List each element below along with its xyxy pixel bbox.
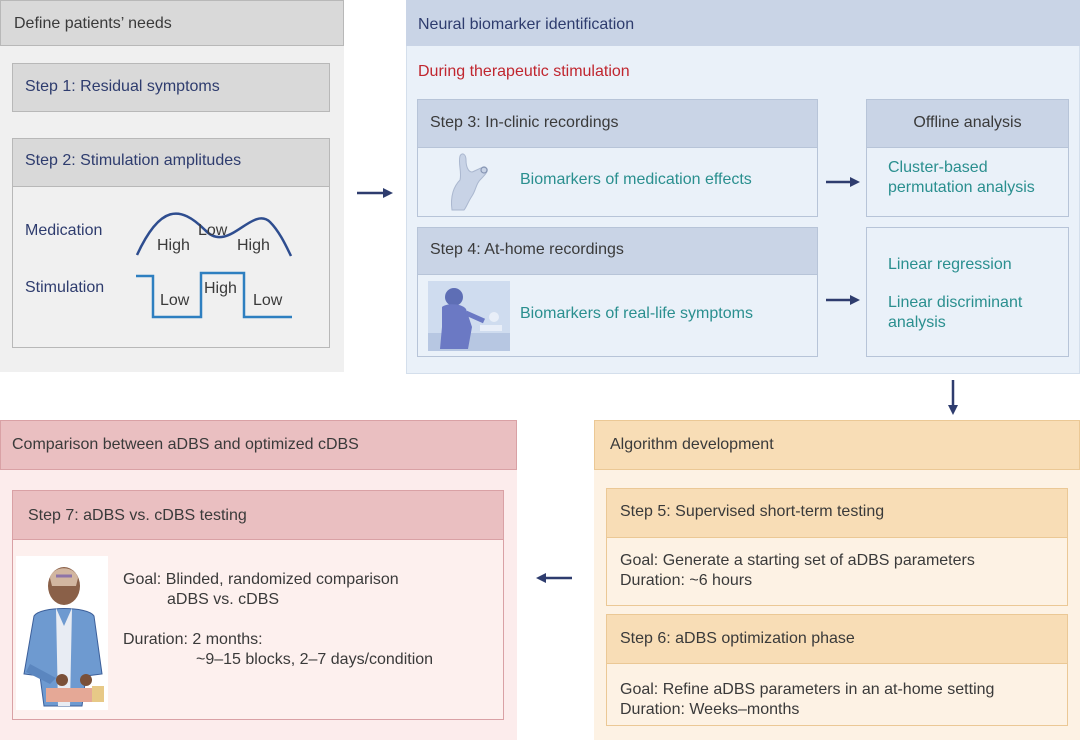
arrow-left-icon [536,573,572,583]
med-high-1: High [157,237,190,254]
define-needs-header [0,0,344,46]
step7-label: Step 7: aDBS vs. cDBS testing [28,507,247,524]
method-cluster-line2: permutation analysis [888,179,1035,196]
biomarker-title: Neural biomarker identification [418,16,635,33]
method-lda-line2: analysis [888,314,946,331]
step6-goal: Goal: Refine aDBS parameters in an at-ho… [620,681,995,698]
arrow-right-icon [357,188,393,198]
step4-text: Biomarkers of real-life symptoms [520,305,753,322]
comparison-header [0,420,517,470]
hand-icon [451,153,488,211]
step4-header [417,227,818,275]
step6-header [606,614,1068,664]
arrow-right-icon [826,177,860,187]
step5-header [606,488,1068,538]
step3-label: Step 3: In-clinic recordings [430,114,619,131]
arrow-right-icon [826,295,860,305]
step3-header [417,99,818,148]
step6-label: Step 6: aDBS optimization phase [620,630,855,647]
define-needs-title: Define patients’ needs [14,15,172,32]
step7-duration-line1: Duration: 2 months: [123,631,263,648]
offline-title: Offline analysis [913,114,1022,131]
algorithm-title: Algorithm development [610,436,774,453]
step1-label: Step 1: Residual symptoms [25,78,220,95]
med-high-2: High [237,237,270,254]
step5-label: Step 5: Supervised short-term testing [620,503,885,520]
step7-goal-line2: aDBS vs. cDBS [167,591,280,608]
offline-header [866,99,1069,148]
offline-box-2 [866,227,1069,357]
step4-label: Step 4: At-home recordings [430,241,624,258]
comparison-title: Comparison between aDBS and optimized cD… [12,436,359,453]
stimulation-label: Stimulation [25,279,105,296]
step2-header [12,138,330,187]
step6-duration: Duration: Weeks–months [620,701,800,718]
step3-text: Biomarkers of medication effects [520,171,752,188]
stim-low-1: Low [160,292,190,309]
step1-box [12,63,330,112]
med-low: Low [198,222,228,239]
step7-goal-line1: Goal: Blinded, randomized comparison [123,571,399,588]
step2-label: Step 2: Stimulation amplitudes [25,152,242,169]
biomarker-header [406,0,1080,46]
algorithm-header [594,420,1080,470]
stim-low-2: Low [253,292,283,309]
amplitude-waves [135,212,293,319]
medication-wave [135,212,293,257]
method-lda-line1: Linear discriminant [888,294,1023,311]
method-regression: Linear regression [888,256,1012,273]
stimulation-wave [136,271,292,319]
arrow-down-icon [948,380,958,415]
home-scene-icon [428,281,510,351]
step7-duration-line2: ~9–15 blocks, 2–7 days/condition [196,651,434,668]
step5-goal: Goal: Generate a starting set of aDBS pa… [620,552,975,569]
stim-high: High [204,280,237,297]
medication-label: Medication [25,222,103,239]
method-cluster-line1: Cluster-based [888,159,988,176]
patient-illustration-icon [16,556,108,710]
biomarker-subtitle: During therapeutic stimulation [418,63,630,80]
step7-header [12,490,504,540]
step5-duration: Duration: ~6 hours [620,572,753,589]
